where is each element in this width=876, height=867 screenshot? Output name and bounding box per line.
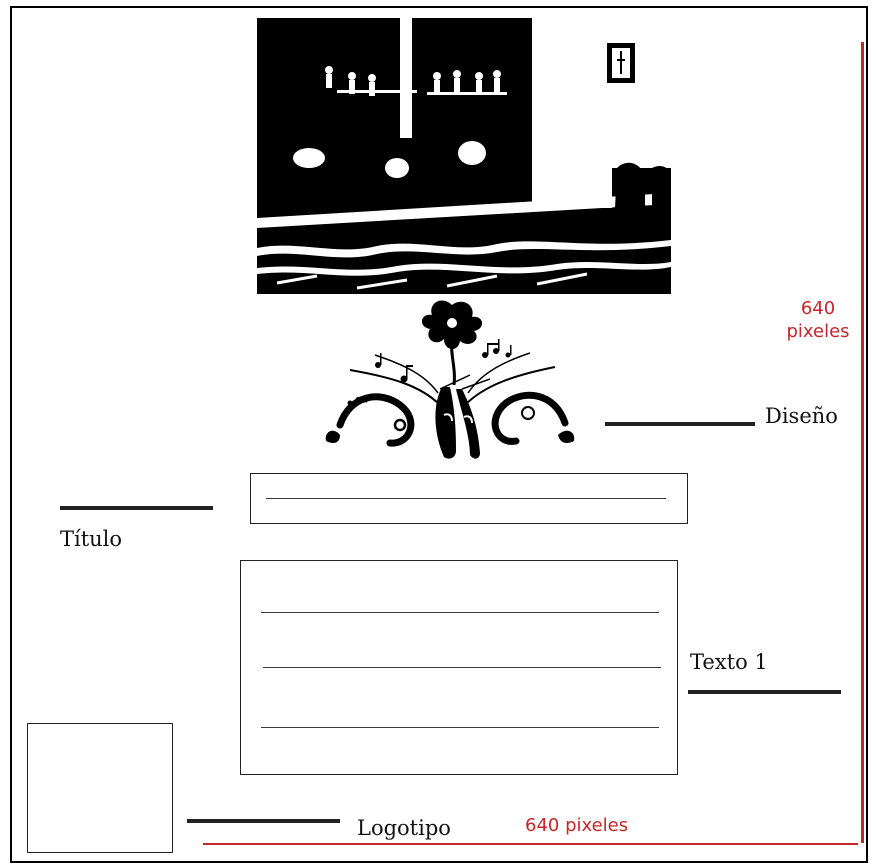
- diseno-label: Diseño: [765, 404, 838, 428]
- logotipo-leader-line: [187, 819, 340, 823]
- height-dimension-line: [861, 42, 864, 843]
- title-placeholder-box: [250, 473, 688, 524]
- titulo-leader-line: [60, 506, 213, 510]
- texto1-label: Texto 1: [690, 650, 768, 674]
- pointe-shoes-floral-ornament-icon: [325, 300, 575, 459]
- text-placeholder-line: [261, 612, 659, 614]
- height-dimension-label: 640 pixeles: [778, 298, 858, 343]
- ballet-class-photo-icon: [257, 18, 671, 294]
- titulo-label: Título: [60, 527, 123, 551]
- width-dimension-label: 640 pixeles: [525, 815, 629, 836]
- text-placeholder-box: [240, 560, 678, 775]
- diseno-leader-line: [605, 422, 755, 426]
- logotipo-label: Logotipo: [357, 816, 451, 840]
- title-placeholder-line: [266, 498, 666, 500]
- text-placeholder-line: [263, 667, 661, 669]
- height-dimension-value: 640: [800, 298, 836, 319]
- logo-placeholder-box: [27, 723, 173, 853]
- page-frame: [10, 6, 868, 863]
- texto1-leader-line: [688, 690, 841, 694]
- height-dimension-unit: pixeles: [786, 320, 850, 342]
- width-dimension-line: [203, 843, 858, 845]
- text-placeholder-line: [261, 727, 659, 729]
